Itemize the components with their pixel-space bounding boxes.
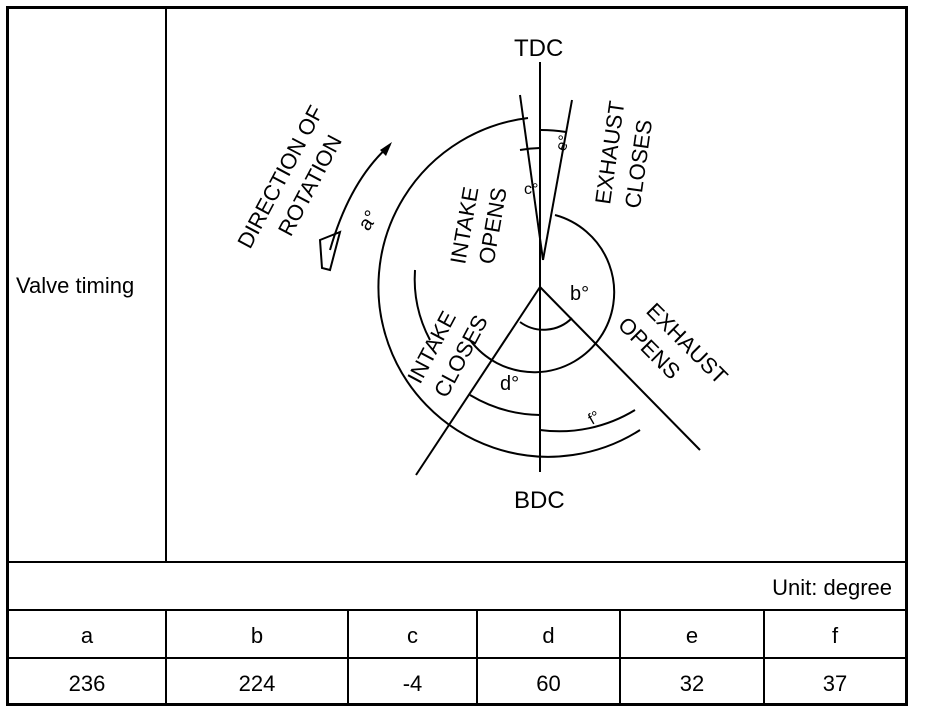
header-b: b: [250, 623, 264, 648]
row-divider-header: [6, 609, 908, 611]
row-divider-unit: [6, 561, 908, 563]
header-a: a: [80, 623, 94, 648]
header-d: d: [542, 623, 555, 648]
angle-label-d: d°: [500, 373, 519, 395]
exhaust-closes-line: [542, 99, 573, 261]
header-e: e: [685, 623, 699, 648]
column-divider-de: [619, 609, 621, 706]
value-a: 236: [68, 671, 106, 696]
inner-arc-b: [519, 317, 573, 331]
value-c: -4: [402, 671, 423, 696]
column-divider-label: [165, 6, 167, 562]
intake-duration-arc: [377, 117, 641, 458]
exhaust-closes-label-line2: CLOSES: [620, 118, 657, 210]
value-b: 224: [238, 671, 276, 696]
valve-timing-diagram: TDC BDC DIRECTION OF ROTATION INTAKE OPE…: [232, 35, 732, 514]
header-f: f: [831, 623, 839, 648]
exhaust-opens-line: [539, 286, 701, 451]
angle-label-b: b°: [570, 283, 589, 305]
exhaust-duration-arc: [469, 214, 616, 374]
unit-label: Unit: degree: [772, 575, 892, 600]
angle-label-c: c°: [524, 181, 538, 198]
header-c: c: [407, 623, 418, 648]
bdc-label: BDC: [514, 487, 565, 514]
tdc-label: TDC: [514, 35, 563, 62]
column-divider-bc: [347, 609, 349, 706]
intake-opens-line: [519, 94, 544, 261]
rotation-tail-icon: [318, 230, 342, 272]
angle-label-a: a°: [354, 207, 383, 235]
value-d: 60: [536, 671, 561, 696]
rotation-arrowhead-icon: [380, 142, 392, 156]
column-divider-ab: [165, 609, 167, 706]
value-f: 37: [822, 671, 848, 696]
intake-opening-arc: [519, 147, 541, 151]
angle-label-e: e°: [553, 133, 574, 153]
value-e: 32: [679, 671, 705, 696]
row-label-valve-timing: Valve timing: [16, 273, 135, 298]
intake-closes-line: [415, 286, 541, 476]
row-divider-values: [6, 657, 908, 659]
exhaust-closing-arc: [539, 128, 567, 133]
inner-arc-left: [413, 269, 431, 341]
column-divider-cd: [476, 609, 478, 706]
spec-table-frame: [6, 6, 908, 706]
exhaust-opening-arc: [539, 409, 636, 433]
column-divider-ef: [763, 609, 765, 706]
intake-closing-arc: [469, 394, 541, 416]
